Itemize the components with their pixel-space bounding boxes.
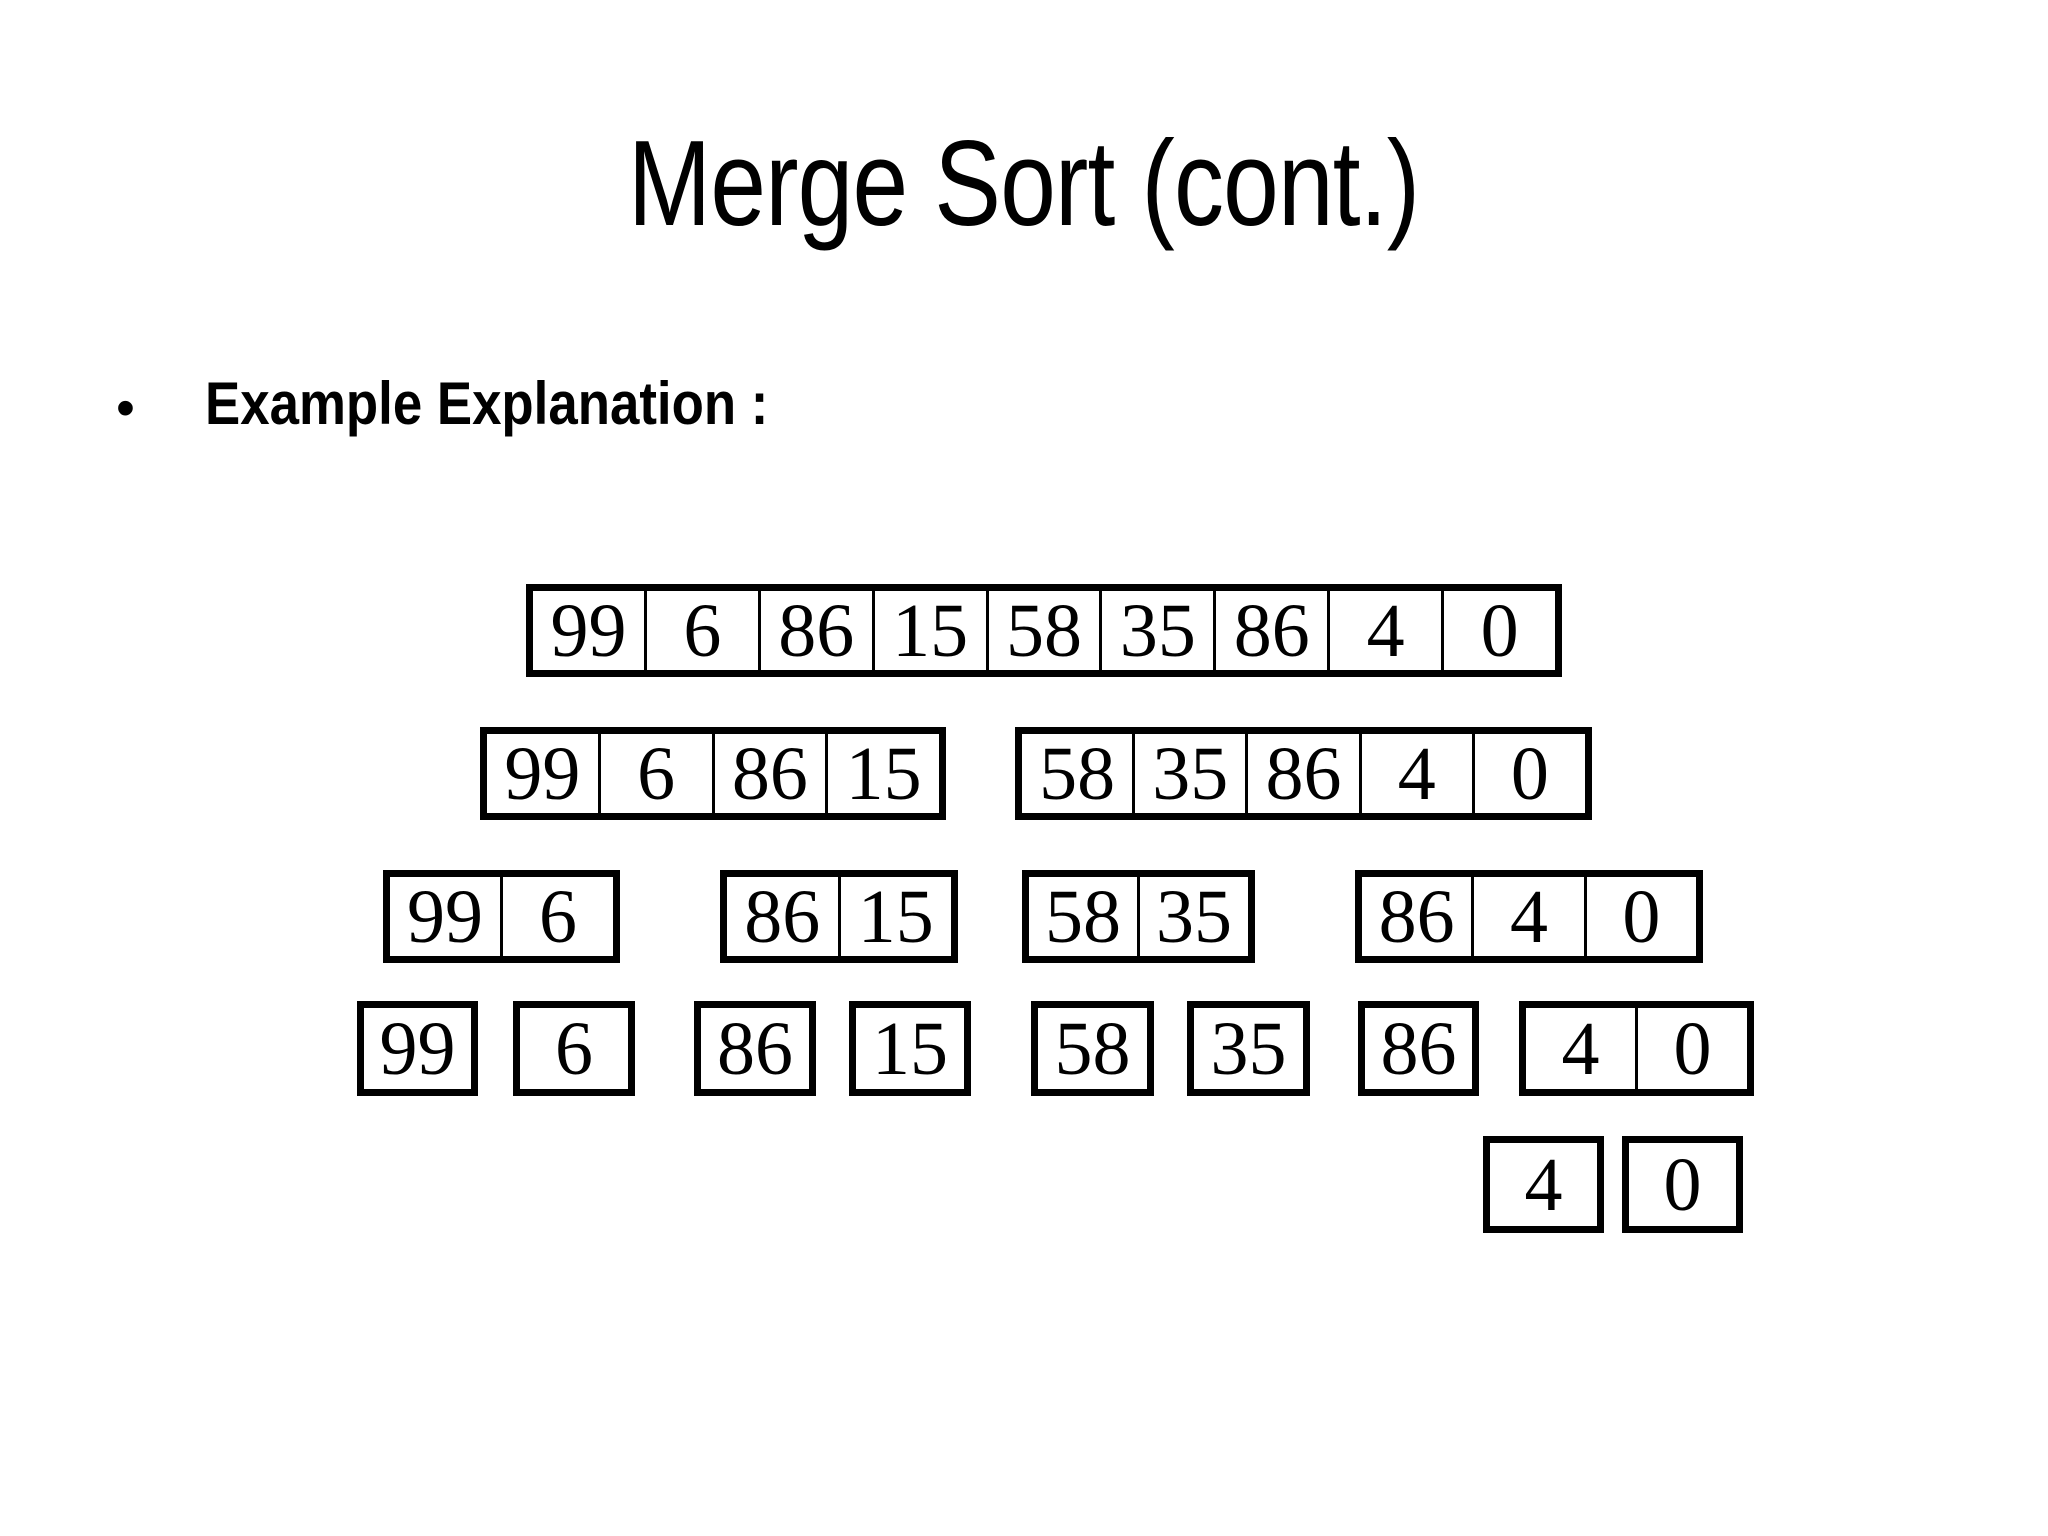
array-cell: 99 (550, 588, 627, 673)
array-cell: 6 (500, 877, 613, 956)
array-box: 99 (357, 1001, 478, 1096)
array-box: 86 (1358, 1001, 1479, 1096)
array-cell: 4 (1327, 591, 1441, 670)
array-box: 0 (1622, 1136, 1743, 1233)
array-cell: 15 (825, 734, 939, 813)
array-box: 86 (694, 1001, 816, 1096)
array-cell: 0 (1583, 877, 1696, 956)
array-cell: 0 (1635, 1008, 1747, 1089)
array-cell: 35 (1132, 734, 1245, 813)
array-cell: 99 (504, 731, 581, 816)
array-box: 6 (513, 1001, 635, 1096)
array-cell: 86 (1380, 1006, 1457, 1091)
array-cell: 58 (1045, 874, 1121, 959)
array-cell: 86 (1213, 591, 1327, 670)
array-cell: 6 (597, 734, 712, 813)
array-cell: 4 (1471, 877, 1583, 956)
array-cell: 4 (1524, 1142, 1563, 1227)
array-cell: 15 (871, 591, 986, 670)
array-cell: 35 (1099, 591, 1213, 670)
array-cell: 99 (407, 874, 483, 959)
array-box: 58 (1031, 1001, 1154, 1096)
array-box: 4 (1483, 1136, 1604, 1233)
array-cell: 6 (643, 591, 758, 670)
array-cell: 86 (1378, 874, 1455, 959)
slide-title-text: Merge Sort (cont.) (628, 115, 1420, 251)
array-cell: 0 (1471, 734, 1585, 813)
bullet-marker: • (116, 378, 135, 438)
array-cell: 99 (379, 1006, 456, 1091)
array-cell: 0 (1441, 591, 1555, 670)
array-cell: 15 (872, 1006, 948, 1091)
bullet-item: Example Explanation : (205, 368, 845, 440)
slide-title: Merge Sort (cont.) (0, 110, 2048, 256)
array-cell: 86 (1245, 734, 1358, 813)
array-cell: 35 (1210, 1006, 1287, 1091)
array-cell: 4 (1561, 1006, 1600, 1091)
array-cell: 86 (757, 591, 872, 670)
array-cell: 58 (1054, 1006, 1131, 1091)
array-cell: 6 (555, 1006, 593, 1091)
bullet-text: Example Explanation : (205, 370, 769, 437)
array-cell: 4 (1358, 734, 1472, 813)
array-cell: 86 (717, 1006, 793, 1091)
array-box: 15 (849, 1001, 971, 1096)
array-cell: 15 (837, 877, 952, 956)
array-cell: 58 (1039, 731, 1116, 816)
array-cell: 58 (985, 591, 1100, 670)
array-cell: 86 (744, 874, 821, 959)
array-cell: 0 (1663, 1142, 1702, 1227)
array-cell: 86 (711, 734, 826, 813)
array-cell: 35 (1137, 877, 1248, 956)
array-box: 35 (1187, 1001, 1310, 1096)
